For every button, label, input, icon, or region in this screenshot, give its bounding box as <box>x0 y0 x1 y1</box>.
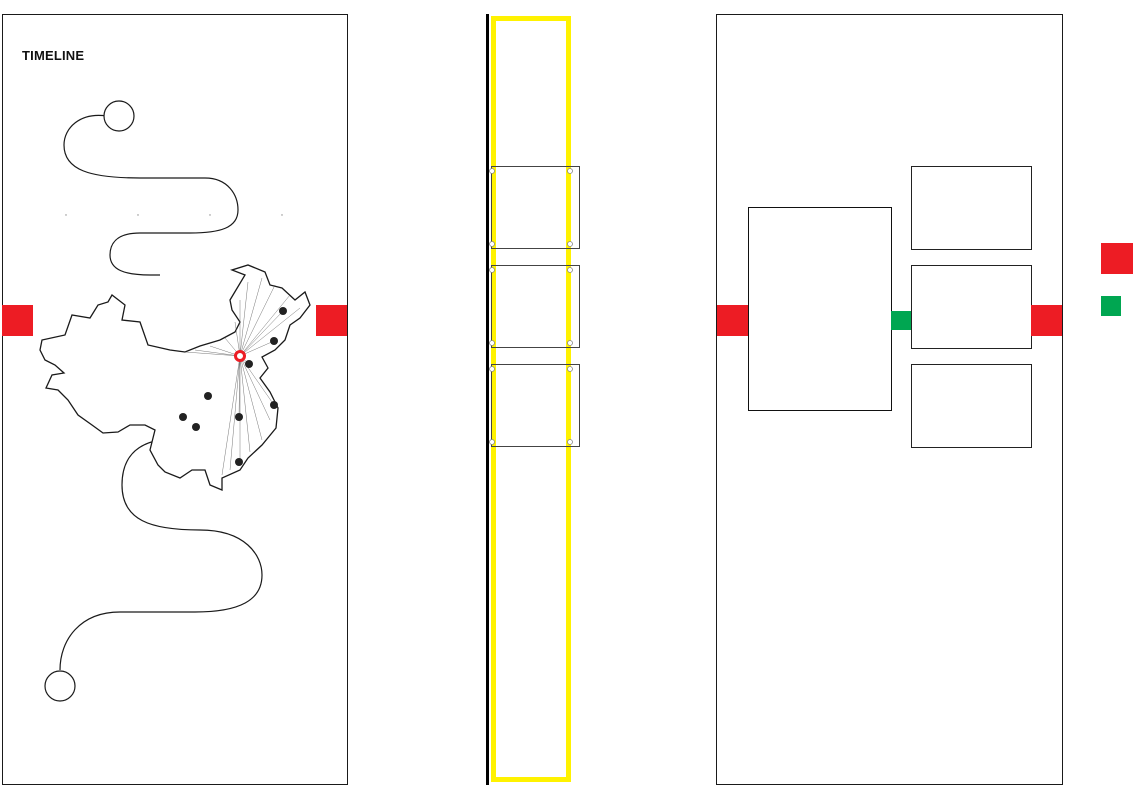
side-box-1 <box>911 166 1032 250</box>
middle-slot-2 <box>491 265 580 348</box>
left-panel-red-tab-right <box>316 305 347 336</box>
map-markers <box>179 307 287 466</box>
map-outline <box>39 264 311 491</box>
marker-8 <box>192 423 200 431</box>
marker-4 <box>204 392 212 400</box>
left-panel-red-tab-left <box>2 305 33 336</box>
middle-yellow-frame <box>491 16 571 782</box>
timeline-end-node <box>44 670 76 702</box>
marker-2 <box>270 337 278 345</box>
tick-marks <box>65 214 283 216</box>
connection-lines <box>184 277 301 476</box>
marker-9 <box>235 458 243 466</box>
marker-5 <box>270 401 278 409</box>
marker-3 <box>245 360 253 368</box>
connector-green-block <box>891 311 911 330</box>
side-box-2 <box>911 265 1032 349</box>
middle-black-edge <box>486 14 489 785</box>
marker-1 <box>279 307 287 315</box>
marker-6 <box>179 413 187 421</box>
timeline-path-lower <box>59 439 263 671</box>
main-box <box>748 207 892 411</box>
hub-marker <box>234 350 246 362</box>
panel-title: TIMELINE <box>22 48 85 63</box>
green-swatch <box>1101 296 1121 316</box>
marker-7 <box>235 413 243 421</box>
side-box-3 <box>911 364 1032 448</box>
timeline-path <box>63 114 239 276</box>
right-panel-red-tab-left <box>717 305 748 336</box>
middle-slot-3 <box>491 364 580 447</box>
timeline-start-node <box>103 100 135 132</box>
red-swatch <box>1101 243 1133 274</box>
right-panel-red-tab-right <box>1031 305 1062 336</box>
middle-slot-1 <box>491 166 580 249</box>
